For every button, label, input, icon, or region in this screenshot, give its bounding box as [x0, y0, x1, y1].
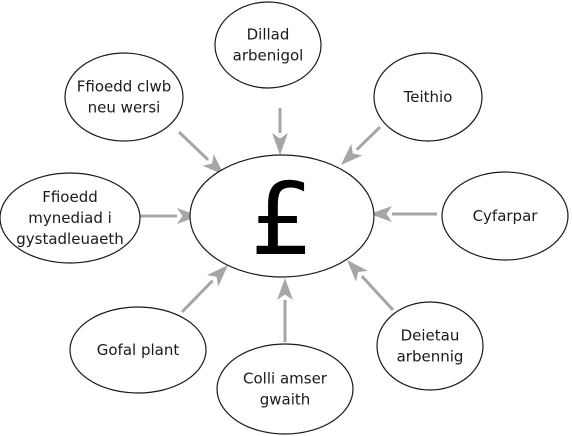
node-cyfarpar: Cyfarpar	[441, 171, 569, 261]
arrow-head-colli-amser	[277, 278, 293, 300]
arrow-head-teithio	[341, 143, 363, 165]
node-label-cyfarpar-line-0: Cyfarpar	[473, 207, 539, 225]
node-ellipse-cyfarpar	[441, 171, 569, 261]
node-label-deietau-line-0: Deietau	[401, 327, 460, 345]
node-ellipse-deietau	[376, 301, 484, 391]
arrow-head-ffioedd-clwb	[202, 154, 224, 175]
node-label-dillad-line-1: arbenigol	[233, 47, 304, 65]
node-ellipse-dillad	[214, 1, 322, 89]
node-label-colli-amser-line-0: Colli amser	[243, 370, 328, 388]
node-label-ffioedd-mynediad-line-0: Ffioedd	[42, 188, 98, 206]
node-ellipse-teithio	[373, 52, 483, 142]
node-ffioedd-clwb: Ffioedd clwb neu wersi	[64, 52, 184, 142]
node-ffioedd-mynediad: Ffioedd mynediad i gystadleuaeth	[0, 172, 141, 264]
node-ellipse-ffioedd-clwb	[64, 52, 184, 142]
arrow-head-cyfarpar	[370, 206, 392, 222]
arrow-ffioedd-clwb	[177, 130, 210, 161]
arrow-gofal-plant	[180, 279, 214, 314]
arrow-head-gofal-plant	[206, 265, 228, 287]
node-label-gofal-plant-line-0: Gofal plant	[97, 341, 180, 359]
arrows-group	[140, 108, 437, 342]
arrow-head-deietau	[347, 260, 368, 282]
center-ellipse	[189, 154, 375, 278]
node-colli-amser: Colli amser gwaith	[216, 343, 354, 435]
node-teithio: Teithio	[373, 52, 483, 142]
node-label-ffioedd-clwb-line-0: Ffioedd clwb	[77, 78, 172, 96]
node-ellipse-colli-amser	[216, 343, 354, 435]
node-label-ffioedd-clwb-line-1: neu wersi	[88, 99, 161, 117]
arrow-deietau	[360, 275, 395, 312]
node-label-deietau-line-1: arbennig	[397, 348, 464, 366]
node-label-ffioedd-mynediad-line-2: gystadleuaeth	[16, 230, 124, 248]
node-dillad: Dillad arbenigol	[214, 1, 322, 89]
node-ellipse-gofal-plant	[69, 306, 207, 394]
node-deietau: Deietau arbennig	[376, 301, 484, 391]
node-label-dillad-line-0: Dillad	[247, 26, 290, 44]
arrow-teithio	[355, 125, 382, 151]
node-ellipse-ffioedd-mynediad	[0, 172, 141, 264]
center-symbol: £	[250, 161, 314, 278]
node-label-colli-amser-line-1: gwaith	[260, 391, 311, 409]
arrow-head-ffioedd-mynediad	[177, 208, 199, 224]
node-label-teithio-line-0: Teithio	[403, 88, 453, 106]
node-label-ffioedd-mynediad-line-1: mynediad i	[28, 209, 112, 227]
node-gofal-plant: Gofal plant	[69, 306, 207, 394]
arrow-head-dillad	[272, 133, 288, 155]
